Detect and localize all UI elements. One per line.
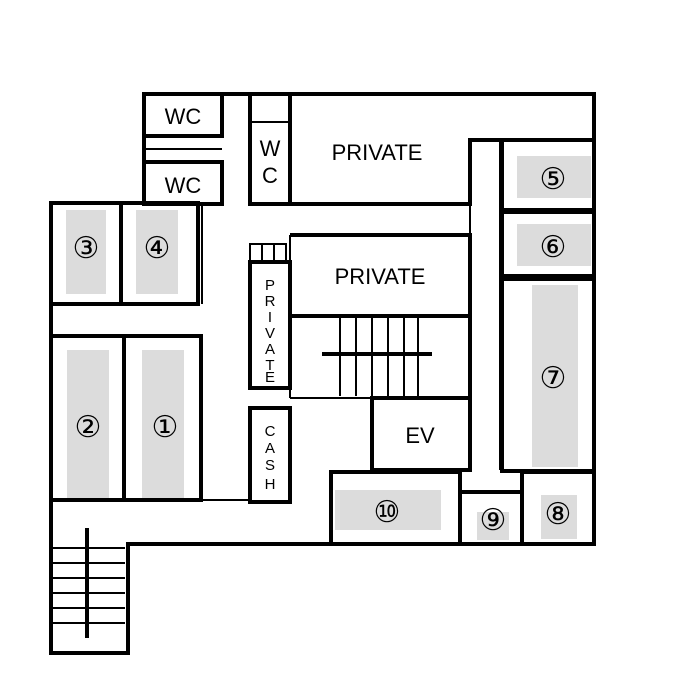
external-stairs (51, 528, 125, 638)
private-mid-label: PRIVATE (335, 264, 426, 289)
booth-number-7: ⑦ (540, 361, 567, 396)
svg-text:A: A (265, 341, 275, 358)
svg-text:R: R (265, 293, 276, 310)
booth-number-5: ⑤ (540, 162, 567, 197)
svg-text:T: T (265, 357, 274, 374)
table-booth-2 (67, 350, 109, 498)
table-booth-3 (66, 210, 106, 294)
wc-label-bottom: WC (165, 173, 202, 198)
booth-number-2: ② (75, 410, 102, 445)
svg-text:E: E (265, 369, 275, 386)
elevator-label: EV (405, 423, 435, 448)
svg-text:A: A (265, 440, 275, 457)
table-booth-8 (541, 495, 577, 539)
svg-text:P: P (265, 277, 275, 294)
wc-label-top: WC (165, 104, 202, 129)
booth-number-8: ⑧ (545, 497, 572, 532)
table-booth-9 (477, 512, 509, 540)
table-booth-6 (517, 224, 591, 266)
booth-number-9: ⑨ (480, 503, 507, 538)
booth-4-room (119, 201, 200, 306)
booth-number-3: ③ (73, 231, 100, 266)
booth-1-room (122, 334, 203, 502)
booth-number-4: ④ (144, 231, 171, 266)
svg-text:H: H (265, 476, 276, 493)
svg-text:I: I (268, 309, 272, 326)
table-booth-7 (532, 285, 578, 467)
booth-8-room (520, 470, 596, 546)
booth-number-10: ⑩ (374, 495, 401, 530)
wc-room-top (142, 92, 224, 138)
booth-6-room (500, 210, 596, 278)
svg-text:V: V (265, 325, 275, 342)
table-booth-4 (136, 210, 178, 294)
table-booth-10 (335, 490, 441, 530)
svg-text:S: S (265, 457, 275, 474)
wc-vertical-letter-2: C (262, 163, 278, 188)
private-vertical-entry (249, 243, 287, 263)
cash-vertical-label: C A S H (265, 423, 276, 493)
private-top-label: PRIVATE (332, 140, 423, 165)
outer-wall (49, 92, 596, 655)
cash-room (248, 406, 292, 504)
central-stairs (322, 316, 432, 396)
booth-number-1: ① (152, 410, 179, 445)
wc-vertical-letter-1: W (260, 136, 281, 161)
table-booth-1 (142, 350, 184, 498)
private-vertical-label: P R I V A T E (265, 277, 276, 386)
svg-text:C: C (265, 423, 276, 440)
table-booth-5 (517, 156, 591, 198)
booth-number-6: ⑥ (540, 230, 567, 265)
